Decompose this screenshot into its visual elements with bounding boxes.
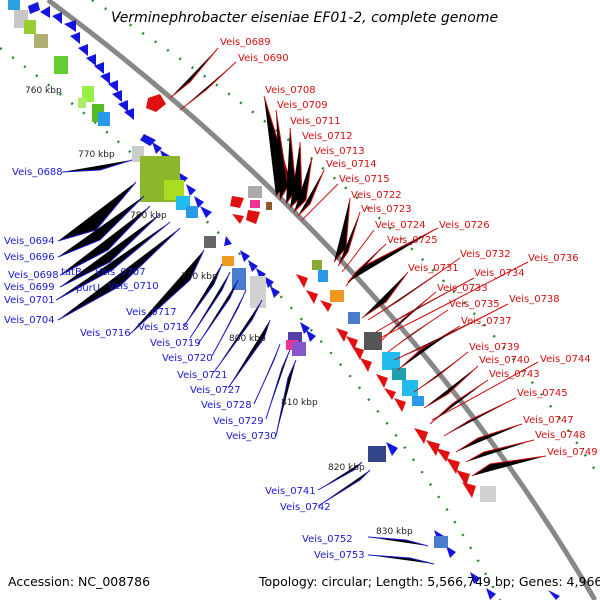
gene-label[interactable]: Veis_0725 xyxy=(387,235,438,246)
outer-feature-blocks xyxy=(248,186,496,502)
genome-summary-text: Topology: circular; Length: 5,566,749 bp… xyxy=(258,574,600,589)
leader-lines-left xyxy=(55,159,435,565)
gene-label[interactable]: Veis_0713 xyxy=(314,146,365,157)
gene-label[interactable]: Veis_0708 xyxy=(265,85,316,96)
gene-label[interactable]: Veis_0689 xyxy=(220,37,271,48)
scale-ticks: 760 kbp 770 kbp 780 kbp 790 kbp 800 kbp … xyxy=(25,86,413,537)
gene-label[interactable]: Veis_0740 xyxy=(479,355,530,366)
gene-label[interactable]: Veis_0747 xyxy=(523,415,574,426)
gene-label[interactable]: Veis_0712 xyxy=(302,131,353,142)
gene-label[interactable]: Veis_0752 xyxy=(302,534,353,545)
gene-label[interactable]: Veis_0714 xyxy=(326,159,377,170)
map-title: Verminephrobacter eiseniae EF01-2, compl… xyxy=(111,10,498,26)
gene-label[interactable]: Veis_0739 xyxy=(469,342,520,353)
gene-label[interactable]: Veis_0731 xyxy=(408,263,459,274)
genome-backbone xyxy=(46,0,598,600)
gene-label[interactable]: Veis_0735 xyxy=(449,299,500,310)
scale-tick-label: 810 kbp xyxy=(281,398,318,408)
scale-tick-label: 760 kbp xyxy=(25,86,62,96)
gene-label[interactable]: Veis_0728 xyxy=(201,400,252,411)
gene-label[interactable]: Veis_0688 xyxy=(12,167,63,178)
gene-label[interactable]: Veis_0730 xyxy=(226,431,277,442)
gene-label[interactable]: Veis_0745 xyxy=(517,388,568,399)
gene-label[interactable]: Veis_0707 xyxy=(95,267,146,278)
scale-tick-label: 790 kbp xyxy=(181,272,218,282)
gene-label[interactable]: Veis_0698 xyxy=(8,270,59,281)
scale-tick-label: 820 kbp xyxy=(328,463,365,473)
reverse-cds-track xyxy=(146,94,476,498)
gene-label[interactable]: Veis_0726 xyxy=(439,220,490,231)
scale-tick-label: 830 kbp xyxy=(376,527,413,537)
gene-labels-left: Veis_0688 Veis_0694 Veis_0696 Veis_0698 … xyxy=(4,167,365,561)
leader-lines-right xyxy=(169,47,547,477)
gene-labels-right: Veis_0689 Veis_0690 Veis_0708 Veis_0709 … xyxy=(220,37,598,458)
gene-label[interactable]: Veis_0729 xyxy=(213,416,264,427)
inner-feature-blocks xyxy=(8,0,448,548)
gene-label[interactable]: Veis_0733 xyxy=(437,283,488,294)
accession-text: Accession: NC_008786 xyxy=(8,574,150,589)
gene-label[interactable]: Veis_0709 xyxy=(277,100,328,111)
scale-tick-label: 800 kbp xyxy=(229,334,266,344)
gene-label[interactable]: Veis_0743 xyxy=(489,369,540,380)
gene-label[interactable]: Veis_0690 xyxy=(238,53,289,64)
gene-label[interactable]: Veis_0753 xyxy=(314,550,365,561)
gene-label[interactable]: Veis_0741 xyxy=(265,486,316,497)
gene-label[interactable]: Veis_0749 xyxy=(547,447,598,458)
gene-label[interactable]: Veis_0711 xyxy=(290,116,341,127)
gene-label[interactable]: Veis_0737 xyxy=(461,316,512,327)
gene-label[interactable]: Veis_0716 xyxy=(80,328,131,339)
gene-label[interactable]: Veis_0723 xyxy=(361,204,412,215)
gene-label[interactable]: tatB xyxy=(61,267,82,278)
gene-label[interactable]: Veis_0736 xyxy=(528,253,579,264)
gene-label[interactable]: Veis_0694 xyxy=(4,236,55,247)
gene-label[interactable]: Veis_0717 xyxy=(126,307,177,318)
gene-label[interactable]: purU xyxy=(76,283,100,294)
gene-label[interactable]: Veis_0721 xyxy=(177,370,228,381)
gene-label[interactable]: Veis_0732 xyxy=(460,249,511,260)
gene-label[interactable]: Veis_0722 xyxy=(351,190,402,201)
scale-tick-label: 770 kbp xyxy=(78,150,115,160)
gene-label[interactable]: Veis_0701 xyxy=(4,295,55,306)
gene-label[interactable]: Veis_0724 xyxy=(375,220,426,231)
gene-label[interactable]: Veis_0738 xyxy=(509,294,560,305)
gene-label[interactable]: Veis_0727 xyxy=(190,385,241,396)
scale-tick-label: 780 kbp xyxy=(130,211,167,221)
gene-label[interactable]: Veis_0699 xyxy=(4,282,55,293)
gene-label[interactable]: Veis_0720 xyxy=(162,353,213,364)
gene-label[interactable]: Veis_0704 xyxy=(4,315,55,326)
gene-label[interactable]: Veis_0742 xyxy=(280,502,331,513)
gene-label[interactable]: Veis_0718 xyxy=(138,322,189,333)
gene-label[interactable]: Veis_0719 xyxy=(150,338,201,349)
gene-label[interactable]: Veis_0734 xyxy=(474,268,525,279)
gene-label[interactable]: Veis_0710 xyxy=(108,281,159,292)
gc-track-inner xyxy=(0,46,502,600)
gene-label[interactable]: Veis_0696 xyxy=(4,252,55,263)
gene-label[interactable]: Veis_0715 xyxy=(339,174,390,185)
gene-label[interactable]: Veis_0744 xyxy=(540,354,591,365)
forward-cds-track xyxy=(28,2,560,600)
gene-label[interactable]: Veis_0748 xyxy=(535,430,586,441)
